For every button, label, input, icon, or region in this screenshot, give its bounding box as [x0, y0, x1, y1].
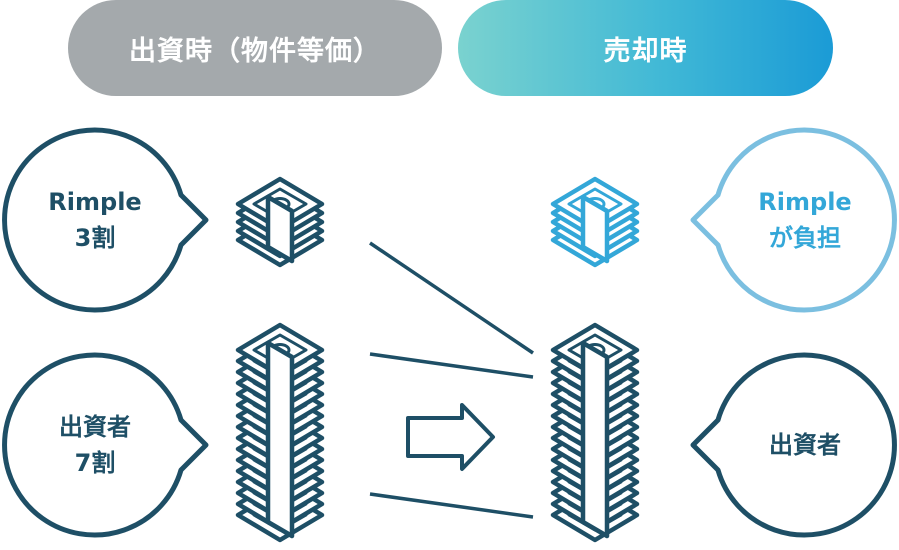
header-pill-sale-label: 売却時	[603, 35, 688, 67]
bubble-investor-before-line1: 出資者	[59, 413, 131, 441]
bubble-rimple-before-line1: Rimple	[48, 188, 142, 216]
bubble-rimple-before-line2: 3割	[74, 224, 116, 252]
money-stack-icon	[553, 179, 637, 265]
money-stack-icon	[238, 325, 322, 540]
bubble-investor-after	[690, 352, 897, 538]
right-arrow-icon	[406, 403, 495, 471]
connector-lines	[369, 241, 534, 519]
money-stack-icon	[553, 325, 637, 540]
money-stack-icon	[238, 179, 322, 265]
header-pill-investment: 出資時（物件等価）	[68, 0, 442, 96]
header-pill-sale: 売却時	[458, 0, 833, 96]
bubble-rimple-after	[690, 127, 897, 313]
bubble-investor-before-text: 出資者 7割	[10, 395, 180, 495]
bubble-rimple-after-line1: Rimple	[758, 188, 852, 216]
bubble-investor-before-line2: 7割	[74, 449, 116, 477]
bubble-rimple-after-text: Rimple が負担	[720, 170, 890, 270]
bubble-investor-before	[2, 352, 209, 538]
bubble-investor-after-text: 出資者	[720, 395, 890, 495]
bubble-rimple-before	[2, 127, 209, 313]
bubble-investor-after-line1: 出資者	[769, 431, 841, 459]
header-pill-investment-label: 出資時（物件等価）	[129, 35, 381, 67]
bubble-rimple-before-text: Rimple 3割	[10, 170, 180, 270]
bubble-rimple-after-line2: が負担	[769, 224, 841, 252]
